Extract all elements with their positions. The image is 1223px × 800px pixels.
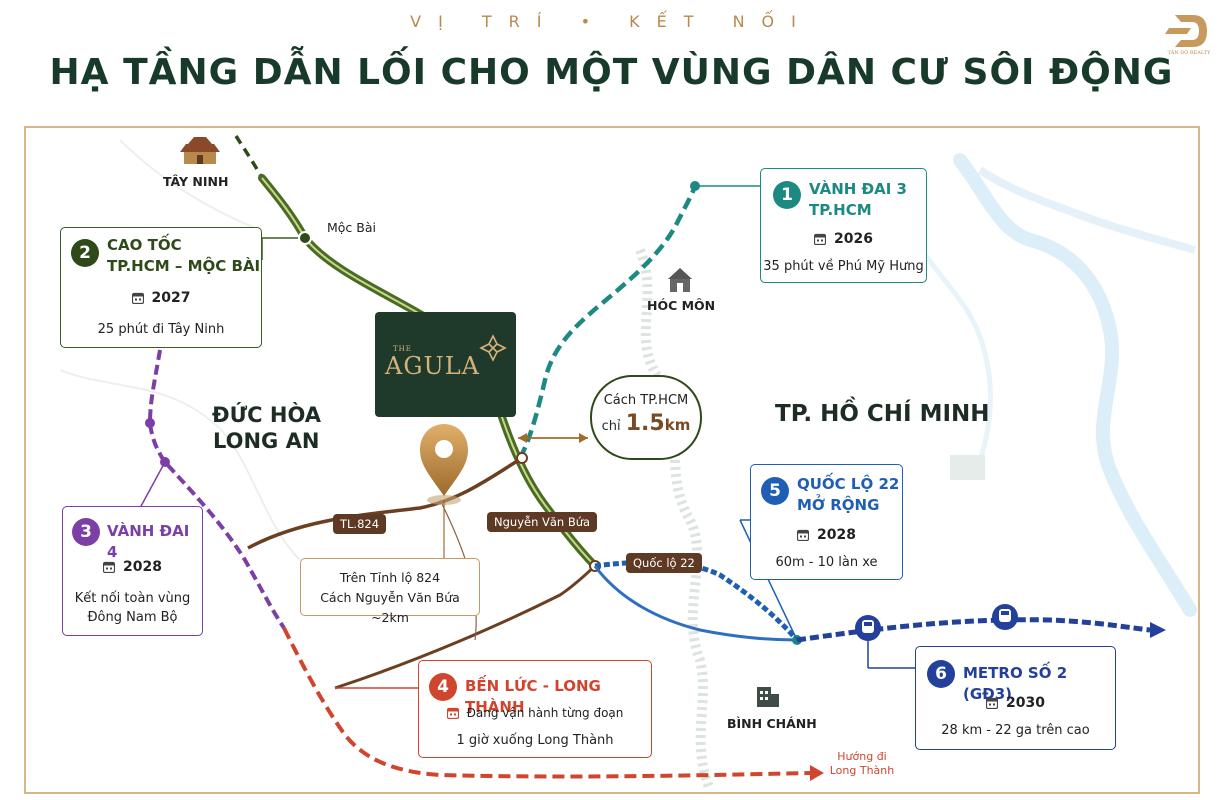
place-hcm-city: TP. HỒ CHÍ MINH — [775, 401, 990, 427]
project-year: 2028 — [751, 527, 902, 543]
distance-value: 1.5 — [625, 411, 665, 436]
project-desc: 1 giờ xuống Long Thành — [456, 733, 614, 748]
brand-the: THE — [393, 345, 412, 353]
project-year: 2027 — [61, 290, 261, 306]
distance-unit: km — [664, 416, 691, 434]
location-pin-icon — [420, 424, 468, 505]
connector-road — [334, 564, 597, 690]
metro-line-2 — [796, 617, 1151, 643]
ring-road-3-node — [690, 181, 700, 191]
place-hoc-mon: HÓC MÔN — [647, 298, 716, 313]
calendar-icon — [796, 529, 810, 542]
project-desc: Kết nối toàn vùng — [74, 591, 191, 606]
location-note-line2: Cách Nguyễn Văn Bứa ~2km — [320, 590, 460, 625]
project-number-badge: 1 — [773, 181, 801, 209]
project-desc-line2: Đông Nam Bộ — [87, 610, 178, 625]
project-card-metro-2[interactable]: 6 METRO SỐ 2 (GĐ3) 2030 28 km - 22 ga tr… — [915, 646, 1116, 750]
metro-arrow-icon — [1150, 622, 1166, 638]
distance-badge: Cách TP.HCM chỉ 1.5km — [590, 375, 702, 460]
the-agula-project-box[interactable]: THE AGULA — [375, 312, 516, 417]
project-status: Đang vận hành từng đoạn — [419, 706, 651, 720]
ring-road-4 — [147, 349, 286, 630]
map-frame — [24, 126, 1200, 794]
project-number-badge: 6 — [927, 660, 955, 688]
page-headline: HẠ TẦNG DẪN LỐI CHO MỘT VÙNG DÂN CƯ SÔI … — [49, 52, 1174, 93]
project-number-badge: 3 — [72, 518, 100, 546]
location-note-line1: Trên Tỉnh lộ 824 — [339, 570, 441, 585]
project-desc: 28 km - 22 ga trên cao — [941, 723, 1090, 738]
project-card-ben-luc-long-thanh[interactable]: 4 BẾN LỨC - LONG THÀNH Đang vận hành từn… — [418, 660, 652, 758]
place-tay-ninh: TÂY NINH — [163, 174, 229, 189]
project-title: BẾN LỨC - LONG THÀNH — [465, 677, 601, 716]
calendar-icon — [985, 697, 999, 710]
logo-mark-icon — [1165, 15, 1207, 47]
company-logo: TÂN DÒ REALTY — [1163, 12, 1215, 62]
project-desc: 25 phút đi Tây Ninh — [97, 322, 225, 337]
ring-road-3 — [518, 185, 698, 460]
direction-note: Hướng đi Long Thành — [822, 750, 902, 778]
place-duc-hoa: ĐỨC HÒA — [212, 403, 321, 427]
place-binh-chanh: BÌNH CHÁNH — [727, 716, 817, 731]
project-number-badge: 4 — [429, 673, 457, 701]
calendar-icon — [446, 707, 459, 720]
project-desc: 60m - 10 làn xe — [775, 555, 878, 570]
district-building-icon — [757, 687, 779, 707]
project-year: 2026 — [761, 231, 926, 247]
project-number-badge: 5 — [761, 477, 789, 505]
ring-road-4-node — [145, 418, 155, 428]
distance-label: Cách TP.HCM — [603, 393, 689, 408]
calendar-icon — [102, 561, 116, 574]
lotus-emblem-icon — [479, 334, 507, 362]
calendar-icon — [131, 292, 144, 305]
temple-icon — [180, 137, 220, 164]
section-kicker: VỊ TRÍ • KẾT NỐI — [410, 12, 813, 31]
project-number-badge: 2 — [71, 239, 99, 267]
logo-caption: TÂN DÒ REALTY — [1167, 50, 1211, 56]
place-moc-bai: Mộc Bài — [327, 220, 376, 235]
moc-bai-expressway-dashed — [234, 135, 264, 179]
road-tag-ql22: Quốc lộ 22 — [626, 553, 702, 573]
project-title: METRO SỐ 2 (GĐ3) — [963, 664, 1068, 703]
location-note: Trên Tỉnh lộ 824 Cách Nguyễn Văn Bứa ~2k… — [300, 558, 480, 625]
direction-line2: Long Thành — [829, 764, 895, 777]
calendar-icon — [813, 233, 827, 246]
district-building-icon — [668, 268, 692, 292]
tl824-road — [247, 456, 523, 550]
project-desc: 35 phút về Phú Mỹ Hưng — [763, 259, 924, 274]
direction-arrow-icon — [810, 765, 824, 781]
brand-name: AGULA — [385, 352, 480, 380]
project-year: 2028 — [63, 559, 202, 575]
road-tag-nguyen-van-bua: Nguyễn Văn Bứa — [487, 512, 598, 532]
moc-bai-node — [298, 231, 312, 245]
direction-line1: Hướng đi — [837, 750, 887, 763]
project-year: 2030 — [916, 695, 1115, 711]
project-card-ring-road-4[interactable]: 3 VÀNH ĐAI 4 2028 Kết nối toàn vùng Đông… — [62, 506, 203, 636]
place-long-an: LONG AN — [213, 429, 320, 453]
road-tag-tl824: TL.824 — [333, 514, 387, 534]
background-features — [59, 139, 1197, 792]
project-title: VÀNH ĐAI 4 — [107, 522, 190, 561]
metro-station-icon — [992, 604, 1018, 630]
distance-prefix: chỉ — [601, 419, 621, 434]
metro-station-icon — [855, 615, 881, 641]
